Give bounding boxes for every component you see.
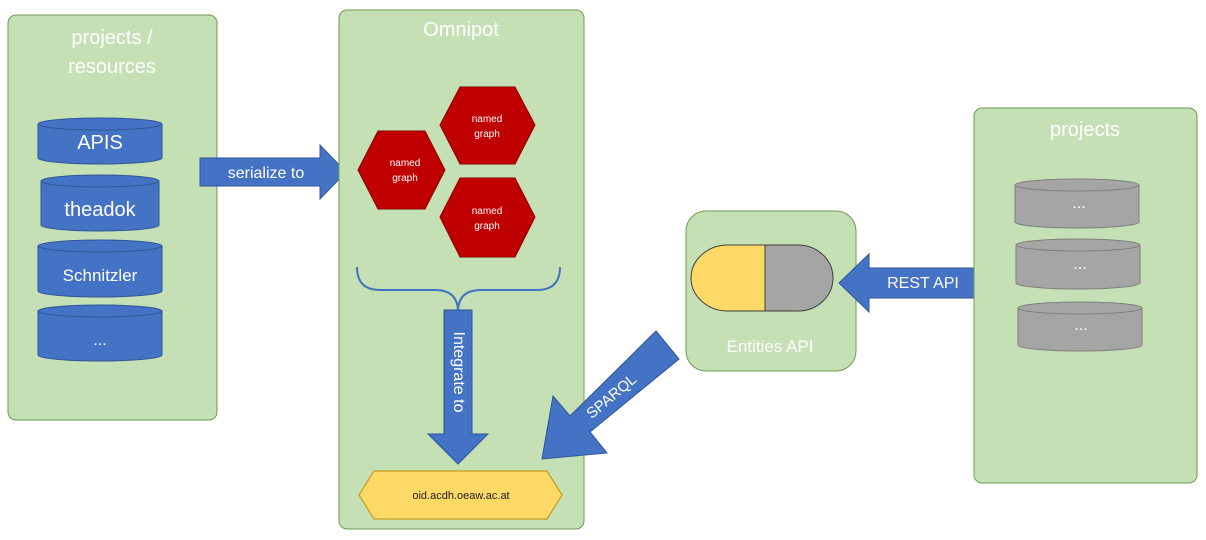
projects-resources-panel: projects / resources APIS theadok Schnit… (7, 14, 218, 421)
integrate-label: Integrate to (450, 332, 467, 413)
named-graph-hexagon: named graph (439, 177, 536, 258)
database-label: ... (1073, 256, 1086, 273)
panel-title-line1: projects / (71, 27, 153, 49)
projects-panel: projects ... ... ... (973, 107, 1198, 484)
database-theadok: theadok (40, 174, 160, 232)
panel-title: Entities API (727, 337, 814, 356)
rest-api-label: REST API (887, 275, 959, 292)
database-more: ... (37, 304, 163, 362)
graph-label-line2: graph (474, 129, 500, 140)
panel-title-line2: resources (68, 56, 156, 78)
database-label: ... (93, 332, 106, 349)
rest-api-arrow: REST API (838, 252, 994, 314)
database-label: Schnitzler (63, 266, 138, 285)
graph-label-line1: named (472, 206, 503, 217)
endpoint-hexagon: oid.acdh.oeaw.ac.at (358, 470, 563, 520)
serialize-arrow: serialize to (199, 143, 347, 201)
database-label: ... (1072, 195, 1085, 212)
database-apis: APIS (37, 117, 163, 165)
graph-label-line2: graph (474, 221, 500, 232)
graph-label-line2: graph (392, 173, 418, 184)
entities-api-panel: Entities API (685, 210, 857, 372)
named-graph-hexagon: named graph (357, 130, 446, 210)
database-label: APIS (77, 132, 123, 154)
database-more: ... (1015, 238, 1141, 290)
endpoint-label: oid.acdh.oeaw.ac.at (412, 490, 509, 502)
omnipot-panel: Omnipot named graph named graph named gr… (338, 9, 585, 530)
database-label: theadok (64, 199, 136, 221)
serialize-label: serialize to (228, 165, 305, 182)
database-label: ... (1074, 317, 1087, 334)
panel-title: Omnipot (423, 19, 499, 41)
panel-title: projects (1050, 119, 1120, 141)
named-graph-hexagon: named graph (439, 86, 536, 165)
graph-label-line1: named (390, 158, 421, 169)
database-more: ... (1017, 301, 1143, 352)
integrate-arrow: Integrate to (426, 309, 490, 465)
graph-label-line1: named (472, 114, 503, 125)
database-more: ... (1014, 178, 1140, 229)
pill-icon (690, 244, 834, 312)
database-schnitzler: Schnitzler (37, 239, 163, 298)
